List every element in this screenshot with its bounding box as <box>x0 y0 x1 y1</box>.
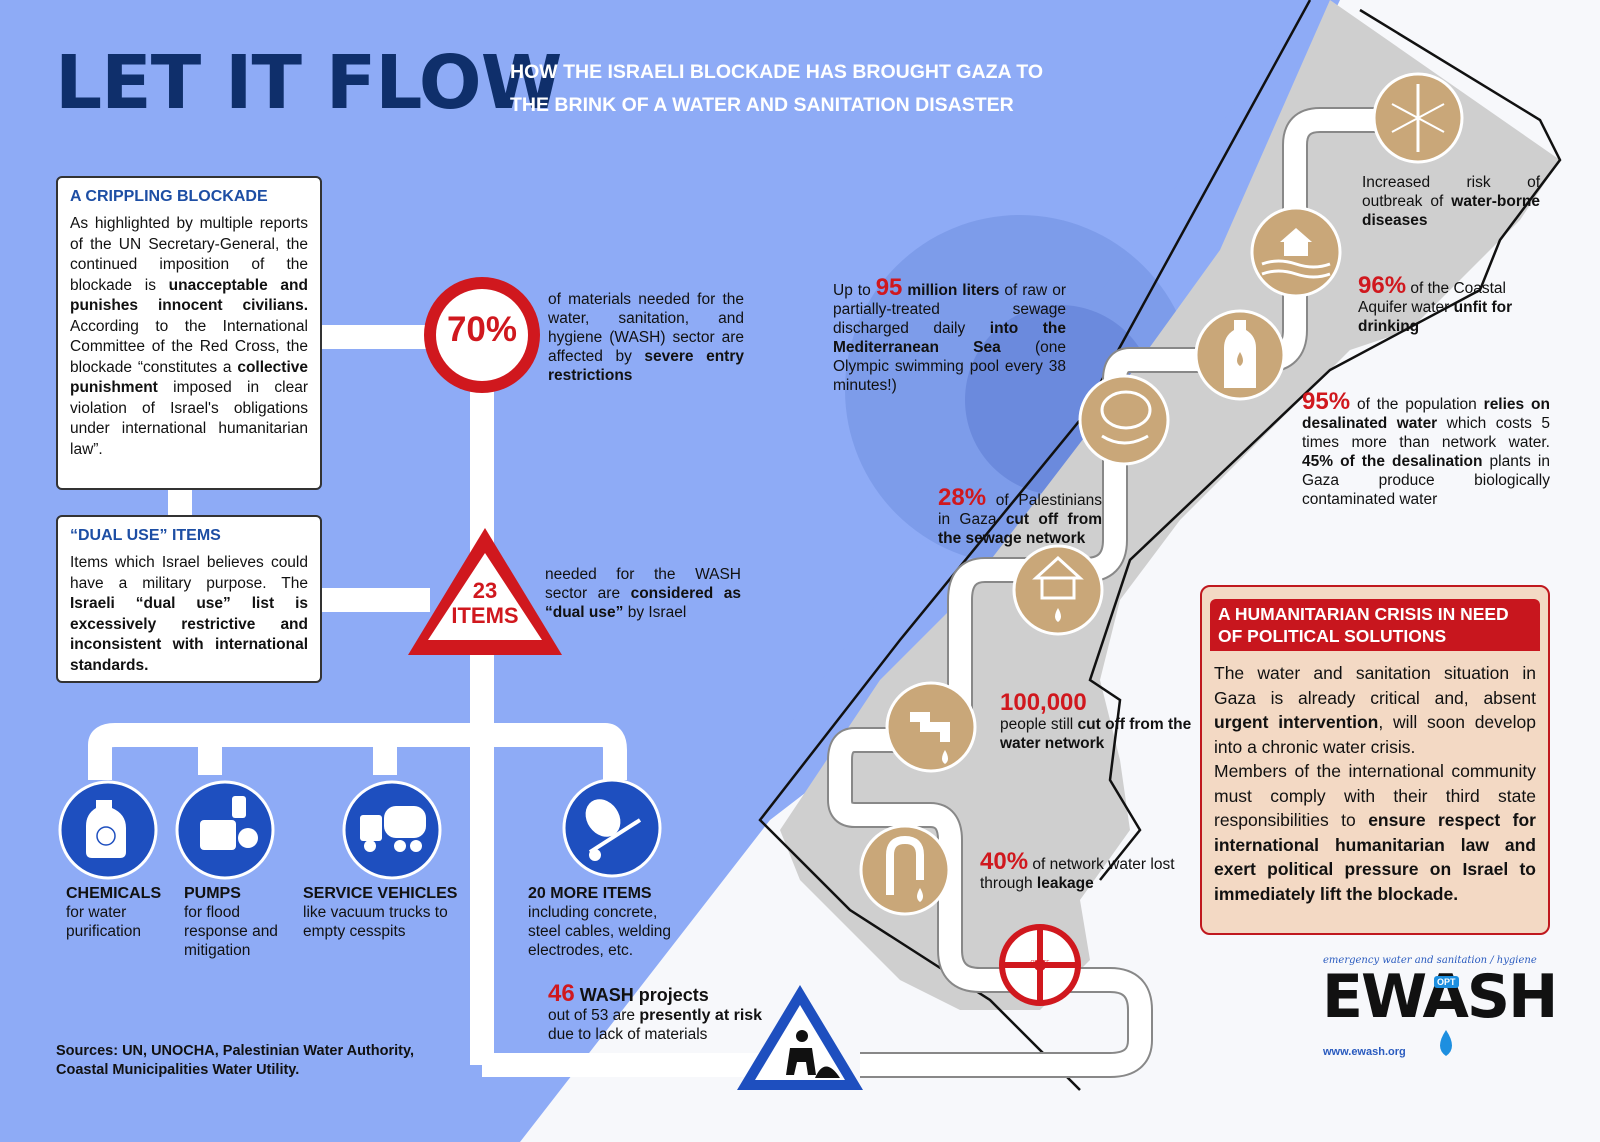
pipe-network <box>88 325 770 1077</box>
chemical-bottle-icon <box>58 780 158 880</box>
sewage-stat: Up to 95 million liters of raw or partia… <box>833 274 1066 395</box>
gaza-strip <box>780 0 1560 1010</box>
subtitle-line-2: THE BRINK OF A WATER AND SANITATION DISA… <box>510 94 1014 116</box>
stat-70-value: 70% <box>446 310 518 349</box>
aquifer-house-icon <box>1250 206 1342 298</box>
house-tap-icon <box>1012 544 1104 636</box>
blockade-box: A CRIPPLING BLOCKADE As highlighted by m… <box>56 176 322 490</box>
stop-sign-70 <box>424 277 540 393</box>
blockade-heading: A CRIPPLING BLOCKADE <box>70 188 268 205</box>
stat-28: 28% of Palestinians in Gaza cut off from… <box>938 484 1102 548</box>
crisis-box: A HUMANITARIAN CRISIS IN NEED OF POLITIC… <box>1200 585 1550 935</box>
stat-96: 96% of the Coastal Aquifer water unfit f… <box>1358 272 1513 336</box>
ewash-url[interactable]: www.ewash.org <box>1323 1046 1406 1058</box>
valve-label: ON OFF <box>1030 960 1050 966</box>
crisis-paragraph-2: Members of the international community m… <box>1214 761 1536 904</box>
sources-note: Sources: UN, UNOCHA, Palestinian Water A… <box>56 1043 414 1078</box>
leaking-pipe-icon <box>859 824 951 916</box>
warning-triangle-23 <box>408 528 562 655</box>
water-drop-icon <box>1440 1030 1452 1056</box>
truck-icon <box>342 780 442 880</box>
valve-icon <box>999 924 1081 1006</box>
ewash-badge: OPT <box>1434 976 1459 988</box>
stat-95: 95% of the population relies on desalina… <box>1302 388 1550 509</box>
stat-23-text: needed for the WASH sector are considere… <box>545 566 741 621</box>
stat-70-text: of materials needed for the water, sanit… <box>548 291 744 384</box>
dual-use-heading: “DUAL USE” ITEMS <box>70 527 221 544</box>
stat-23-unit: ITEMS <box>451 603 519 628</box>
pump-icon <box>175 780 275 880</box>
ewash-logo: EWASH <box>1322 962 1558 1032</box>
stat-23-value: 23 ITEMS <box>430 578 540 628</box>
blockade-text: As highlighted by multiple reports of th… <box>70 215 308 458</box>
ewash-tagline: emergency water and sanitation / hygiene <box>1323 955 1537 966</box>
page-title: LET IT FLOW <box>55 40 562 126</box>
page-subtitle: HOW THE ISRAELI BLOCKADE HAS BROUGHT GAZ… <box>510 56 1110 122</box>
dual-use-text: Items which Israel believes could have a… <box>70 554 308 674</box>
faucet-icon <box>885 681 977 773</box>
stat-23-number: 23 <box>472 578 498 603</box>
mosquito-icon <box>1372 72 1464 164</box>
road-work-sign-icon <box>737 985 863 1090</box>
cement-mixer-icon <box>562 778 662 878</box>
crisis-heading: A HUMANITARIAN CRISIS IN NEED OF POLITIC… <box>1210 599 1540 651</box>
dual-use-box: “DUAL USE” ITEMS Items which Israel beli… <box>56 515 322 683</box>
sewage-grate-icon <box>1078 374 1170 466</box>
disease-stat: Increased risk of outbreak of water-born… <box>1362 174 1540 229</box>
subtitle-line-1: HOW THE ISRAELI BLOCKADE HAS BROUGHT GAZ… <box>510 61 1043 83</box>
crisis-paragraph-1: The water and sanitation situation in Ga… <box>1214 663 1537 757</box>
fence-east <box>1088 8 1562 881</box>
stat-40: 40% of network water lost through leakag… <box>980 848 1175 893</box>
wash-projects-stat: 46 WASH projects out of 53 are presently… <box>548 980 763 1044</box>
water-bottle-icon <box>1194 309 1286 401</box>
